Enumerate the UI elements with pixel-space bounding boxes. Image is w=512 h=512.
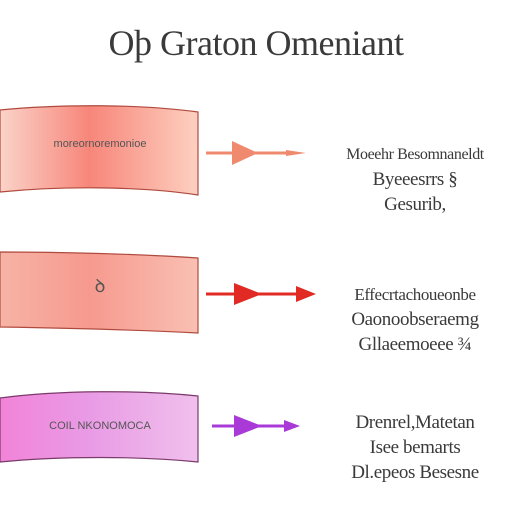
diagram-title: Oþ Graton Omeniant [108, 23, 404, 63]
note-3: Drenrel,Matetan Isee bemarts Dl.epeos Be… [318, 410, 512, 485]
band-1-label: moreornoremonioe [53, 138, 147, 150]
band-2-label: ꝺ [94, 276, 106, 296]
note-3-line-1: Drenrel,Matetan [355, 412, 475, 433]
band-1 [0, 105, 199, 196]
note-3-line-3: Dl.epeos Besesne [351, 462, 479, 483]
band-2 [0, 251, 199, 334]
note-1: Moeehr Besomnaneldt Byeeesrrs § Gesurib, [318, 142, 512, 217]
arrow-1 [206, 141, 306, 165]
note-1-line-2: Byeeesrrs § [372, 169, 458, 190]
note-1-line-1: Moeehr Besomnaneldt [346, 146, 484, 163]
band-3 [0, 391, 199, 463]
note-1-line-3: Gesurib, [384, 194, 446, 215]
arrow-3 [212, 415, 300, 437]
note-2-line-3: Gllaeemoeee ¾ [358, 334, 472, 355]
note-2-line-2: Oaonoobseraemg [351, 309, 479, 330]
note-2: Effecrtachoueonbe Oaonoobseraemg Gllaeem… [318, 282, 512, 357]
note-2-line-1: Effecrtachoueonbe [354, 285, 476, 304]
arrow-2 [206, 283, 316, 305]
band-3-label: COIL NKONOMOCA [49, 420, 151, 432]
note-3-line-2: Isee bemarts [369, 437, 461, 458]
